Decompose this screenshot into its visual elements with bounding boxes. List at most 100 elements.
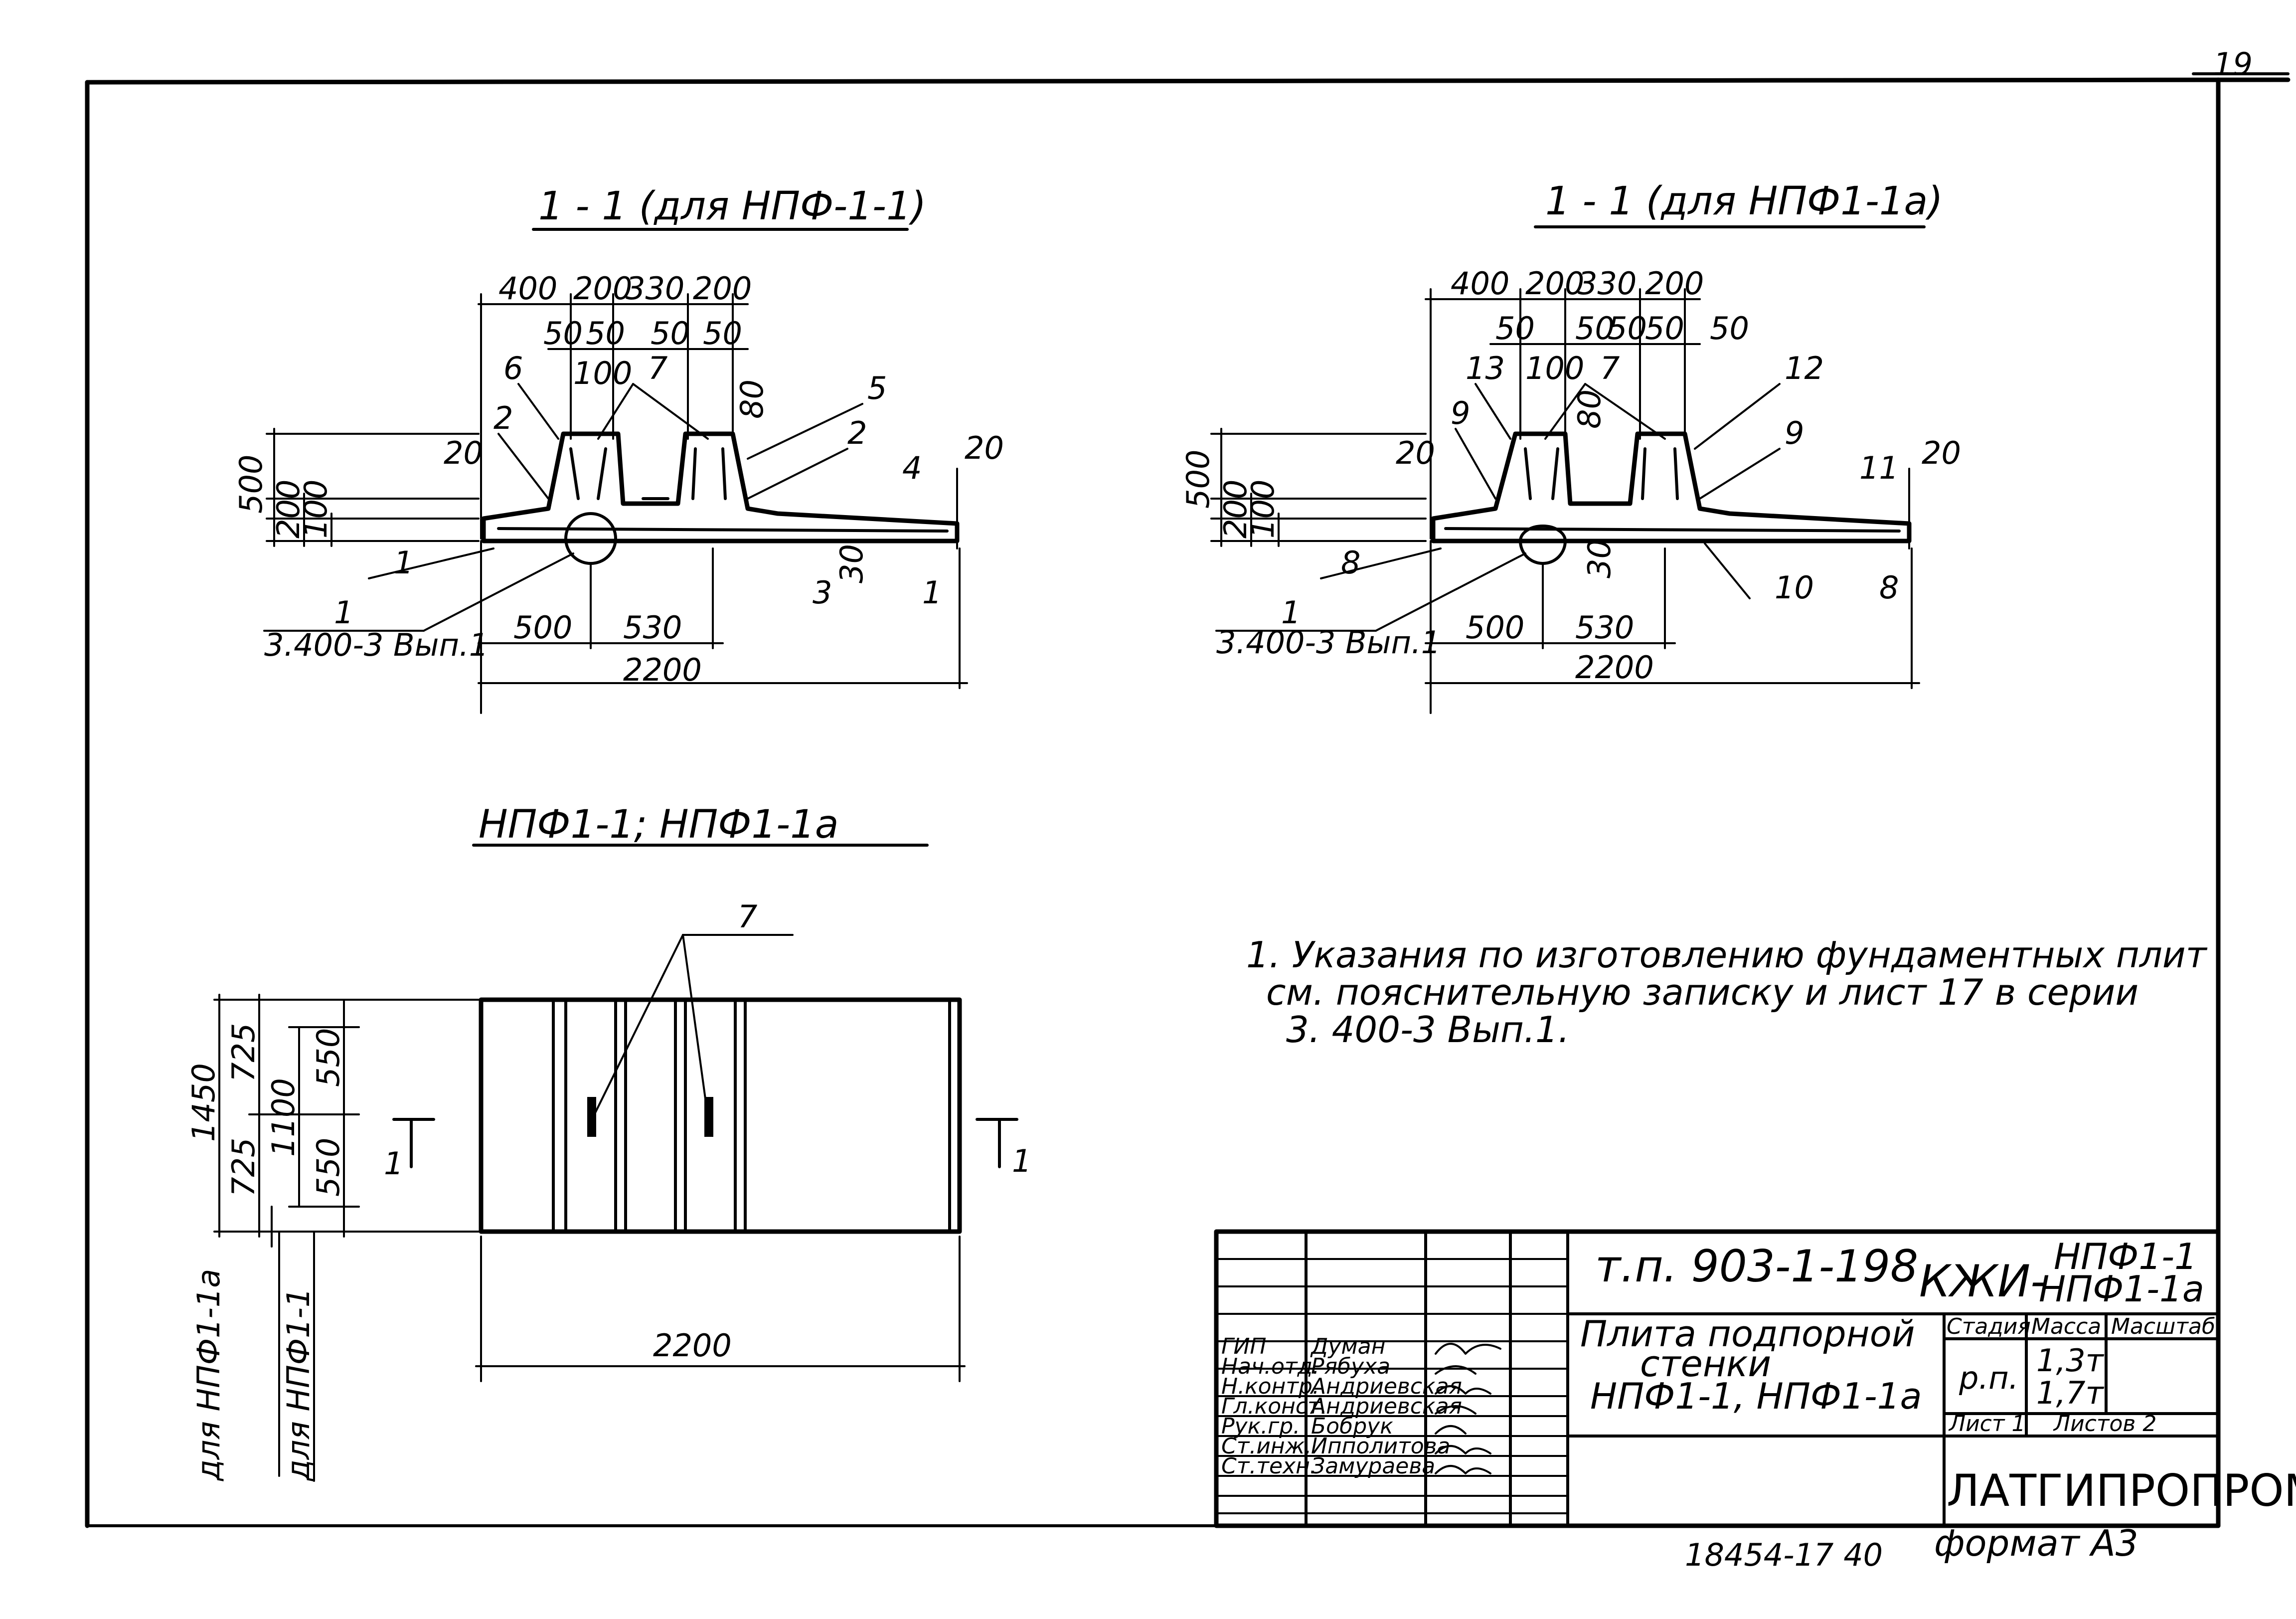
tb-stage: р.п. [1959, 1360, 2018, 1396]
right-dim-200a: 200 [1525, 265, 1584, 302]
footer-archive: 18454-17 40 [1685, 1537, 1883, 1573]
right-mark-8b: 8 [1879, 569, 1899, 606]
role-3: Гл.конст. [1221, 1394, 1327, 1419]
plan-dim-1450: 1450 [185, 1063, 222, 1142]
left-section: 1 - 1 (для НПФ-1-1) 400 200 330 200 50 5… [233, 184, 1004, 714]
right-mark-7: 7 [1600, 350, 1620, 386]
plan-cut-left: 1 [384, 1145, 403, 1182]
left-dim-330: 330 [626, 270, 684, 307]
tb-project: т.п. 903-1-198 [1595, 1241, 1918, 1292]
left-section-title: 1 - 1 (для НПФ-1-1) [538, 184, 926, 229]
left-dim-200b: 200 [693, 270, 752, 307]
right-ref-text: 3.400-3 Вып.1 [1216, 624, 1441, 661]
tb-mass1: 1,3т [2036, 1342, 2105, 1379]
tb-col-scale: Масштаб [2111, 1314, 2215, 1339]
tb-name-line2: стенки [1640, 1343, 1771, 1385]
right-dim-100v: 100 [1245, 480, 1281, 539]
plan-view: НПФ1-1; НПФ1-1а 7 1450 725 725 1100 550 [185, 802, 1031, 1482]
right-dim-50c: 50 [1608, 310, 1647, 347]
name-6: Замураева [1311, 1453, 1435, 1479]
tb-name-line3: НПФ1-1, НПФ1-1а [1590, 1375, 1922, 1417]
right-dim-500v: 500 [1180, 450, 1216, 509]
plan-label-1: для НПФ1-1 [280, 1288, 317, 1481]
left-dim-50c: 50 [651, 315, 690, 352]
tb-organization: ЛАТГИПРОПРОМ [1947, 1465, 2296, 1516]
plan-dim-725a: 725 [225, 1023, 262, 1082]
right-mark-13: 13 [1466, 350, 1505, 386]
title-block: ГИП Нач.отд. Н.контр. Гл.конст. Рук.гр. … [1214, 1229, 2296, 1528]
right-mark-9a: 9 [1451, 395, 1470, 431]
tb-name-line1: Плита подпорной [1580, 1313, 1915, 1355]
right-dim-200v: 200 [1217, 480, 1254, 539]
sheet-frame [85, 72, 2291, 1528]
left-dim-20-right: 20 [965, 430, 1004, 466]
left-dim-50d: 50 [703, 315, 742, 352]
left-dim-100v: 100 [298, 480, 334, 539]
note-line-3: 3. 400-3 Вып.1. [1286, 1009, 1570, 1051]
left-dim-200a: 200 [573, 270, 632, 307]
left-mark-1b: 1 [922, 574, 942, 611]
tb-col-mass: Масса [2031, 1314, 2101, 1339]
right-mark-9b: 9 [1785, 415, 1804, 451]
role-6: Ст.техн. [1221, 1453, 1317, 1479]
right-dim-20-right: 20 [1922, 435, 1961, 471]
right-dim-20-left: 20 [1396, 435, 1435, 471]
name-1: Рябуха [1311, 1354, 1390, 1379]
right-dim-50d: 50 [1645, 310, 1684, 347]
name-3: Андриевская [1310, 1394, 1462, 1419]
note-line-2: см. пояснительную записку и лист 17 в се… [1266, 971, 2138, 1013]
plan-dim-1100: 1100 [265, 1078, 302, 1157]
left-dim-2200: 2200 [623, 652, 702, 688]
signatures [1435, 1343, 1501, 1474]
right-section: 1 - 1 (для НПФ1-1а) 400 200 330 200 50 5… [1180, 179, 1961, 714]
left-mark-4: 4 [902, 450, 922, 486]
right-dim-30: 30 [1581, 539, 1618, 578]
left-mark-2a: 2 [493, 400, 513, 436]
left-mark-2b: 2 [847, 415, 867, 451]
left-mark-5: 5 [867, 370, 887, 406]
left-mark-1a: 1 [394, 544, 413, 581]
plan-mark-7: 7 [738, 899, 757, 935]
right-dim-50a: 50 [1495, 310, 1535, 347]
tb-mass2: 1,7т [2036, 1375, 2105, 1411]
tb-sheets: Листов 2 [2053, 1411, 2156, 1437]
tb-code-line2: НПФ1-1а [2039, 1268, 2204, 1310]
left-dim-20-left: 20 [444, 435, 483, 471]
plan-title: НПФ1-1; НПФ1-1а [479, 802, 839, 847]
note-line-1: 1. Указания по изготовлению фундаментных… [1246, 934, 2208, 976]
right-mark-10: 10 [1775, 569, 1814, 606]
tb-code-prefix: КЖИ- [1919, 1256, 2046, 1307]
left-dim-500: 500 [513, 609, 572, 646]
name-4: Бобрук [1311, 1414, 1393, 1439]
name-5: Ипполитова [1311, 1434, 1451, 1459]
right-section-title: 1 - 1 (для НПФ1-1а) [1545, 179, 1943, 224]
tb-col-stage: Стадия [1947, 1314, 2031, 1339]
role-2: Н.контр. [1221, 1374, 1319, 1399]
left-mark-6: 6 [503, 350, 523, 386]
general-note: 1. Указания по изготовлению фундаментных… [1246, 934, 2208, 1051]
role-4: Рук.гр. [1221, 1414, 1300, 1439]
right-mark-11: 11 [1859, 450, 1899, 486]
left-mark-3: 3 [813, 574, 832, 611]
role-5: Ст.инж. [1221, 1434, 1312, 1459]
tb-code-line1: НПФ1-1 [2054, 1236, 2197, 1277]
left-ref-text: 3.400-3 Вып.1 [264, 627, 489, 663]
right-dim-400: 400 [1451, 265, 1509, 302]
plan-dim-550a: 550 [310, 1028, 346, 1087]
left-dim-50a: 50 [543, 315, 583, 352]
left-dim-530: 530 [623, 609, 682, 646]
right-dim-50b: 50 [1575, 310, 1615, 347]
left-dim-100: 100 [573, 355, 632, 391]
left-dim-400: 400 [498, 270, 557, 307]
right-dim-100: 100 [1525, 350, 1584, 386]
right-dim-500: 500 [1466, 609, 1524, 646]
sheet-number: 19 [2213, 46, 2253, 82]
right-mark-8a: 8 [1341, 544, 1360, 581]
role-0: ГИП [1221, 1334, 1267, 1359]
right-ref-mark: 1 [1281, 594, 1301, 631]
tb-sheet: Лист 1 [1948, 1411, 2025, 1437]
left-ref-mark: 1 [334, 594, 353, 631]
right-dim-2200: 2200 [1575, 649, 1654, 686]
plan-dim-550b: 550 [310, 1138, 346, 1197]
